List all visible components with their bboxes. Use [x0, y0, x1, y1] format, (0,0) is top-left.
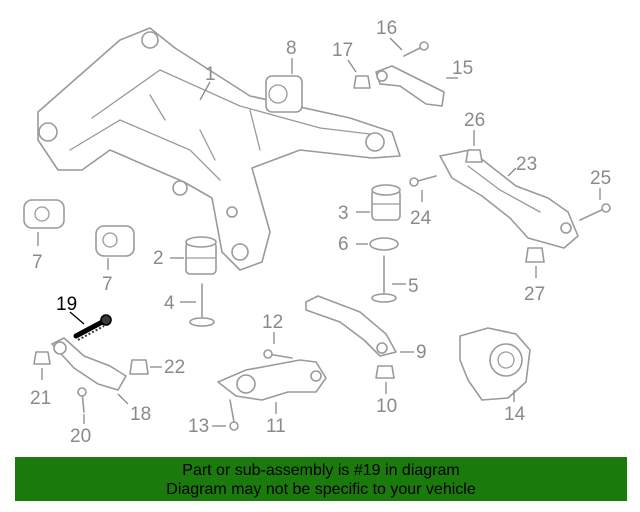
- callout-18: 18: [130, 404, 151, 425]
- callout-25: 25: [590, 168, 611, 189]
- callout-9: 9: [416, 342, 427, 363]
- callout-4: 4: [164, 293, 175, 314]
- part-6-washer[interactable]: [369, 237, 399, 251]
- parts-diagram: 1 2 3 4 5 6 7 7: [23, 18, 611, 447]
- part-5-bolt[interactable]: [371, 255, 397, 303]
- callout-6: 6: [338, 234, 349, 255]
- callout-20: 20: [70, 426, 91, 447]
- callout-24: 24: [410, 208, 432, 229]
- part-27-nut[interactable]: [525, 247, 545, 263]
- banner-line-1: Part or sub-assembly is #19 in diagram: [182, 462, 460, 479]
- banner-line-2: Diagram may not be specific to your vehi…: [166, 481, 476, 498]
- callout-8: 8: [286, 38, 297, 59]
- part-25-bolt[interactable]: [579, 203, 611, 221]
- part-7-bushing-left[interactable]: [23, 199, 65, 229]
- part-16-bolt[interactable]: [403, 41, 429, 57]
- part-3-bushing[interactable]: [371, 184, 401, 221]
- part-2-bushing[interactable]: [185, 236, 217, 275]
- callout-3: 3: [338, 203, 349, 224]
- info-banner: Part or sub-assembly is #19 in diagram D…: [15, 457, 627, 501]
- part-10-nut[interactable]: [375, 365, 395, 379]
- part-23-upper-arm[interactable]: [439, 149, 579, 249]
- part-8-bushing[interactable]: [265, 75, 303, 113]
- part-11-lower-arm[interactable]: [217, 359, 327, 401]
- part-20-bolt[interactable]: [77, 387, 87, 413]
- part-9-link[interactable]: [305, 295, 397, 357]
- callout-14: 14: [504, 404, 526, 425]
- callout-2: 2: [153, 248, 164, 269]
- part-4-bolt[interactable]: [189, 283, 215, 327]
- part-12-bolt[interactable]: [263, 349, 293, 359]
- callout-11: 11: [266, 416, 286, 437]
- part-22-bushing[interactable]: [129, 359, 149, 375]
- callout-10: 10: [376, 396, 397, 417]
- callout-21: 21: [30, 388, 51, 409]
- callout-5: 5: [408, 276, 419, 297]
- part-7-bushing-right[interactable]: [95, 225, 135, 257]
- callout-13: 13: [188, 416, 209, 437]
- callout-17: 17: [332, 40, 353, 61]
- callout-27: 27: [524, 284, 545, 305]
- part-1-crossmember[interactable]: [37, 27, 401, 271]
- callout-22: 22: [164, 357, 185, 378]
- callout-19: 19: [56, 294, 77, 315]
- callout-26: 26: [464, 110, 485, 131]
- part-15-upper-link[interactable]: [375, 65, 445, 107]
- part-26-nut[interactable]: [465, 149, 483, 163]
- part-13-bolt[interactable]: [229, 399, 239, 431]
- callout-7a: 7: [32, 252, 43, 273]
- callout-7b: 7: [102, 274, 113, 295]
- part-18-trailing-link[interactable]: [51, 337, 127, 391]
- callout-16: 16: [376, 18, 397, 39]
- callout-23: 23: [516, 154, 537, 175]
- callout-15: 15: [452, 58, 473, 79]
- callout-1: 1: [205, 64, 216, 85]
- part-24-bolt[interactable]: [409, 175, 437, 187]
- part-21-nut[interactable]: [33, 351, 51, 365]
- part-19-bolt-highlighted[interactable]: [73, 314, 112, 341]
- part-17-nut[interactable]: [353, 75, 371, 89]
- callout-12: 12: [262, 312, 283, 333]
- part-14-knuckle[interactable]: [459, 327, 531, 401]
